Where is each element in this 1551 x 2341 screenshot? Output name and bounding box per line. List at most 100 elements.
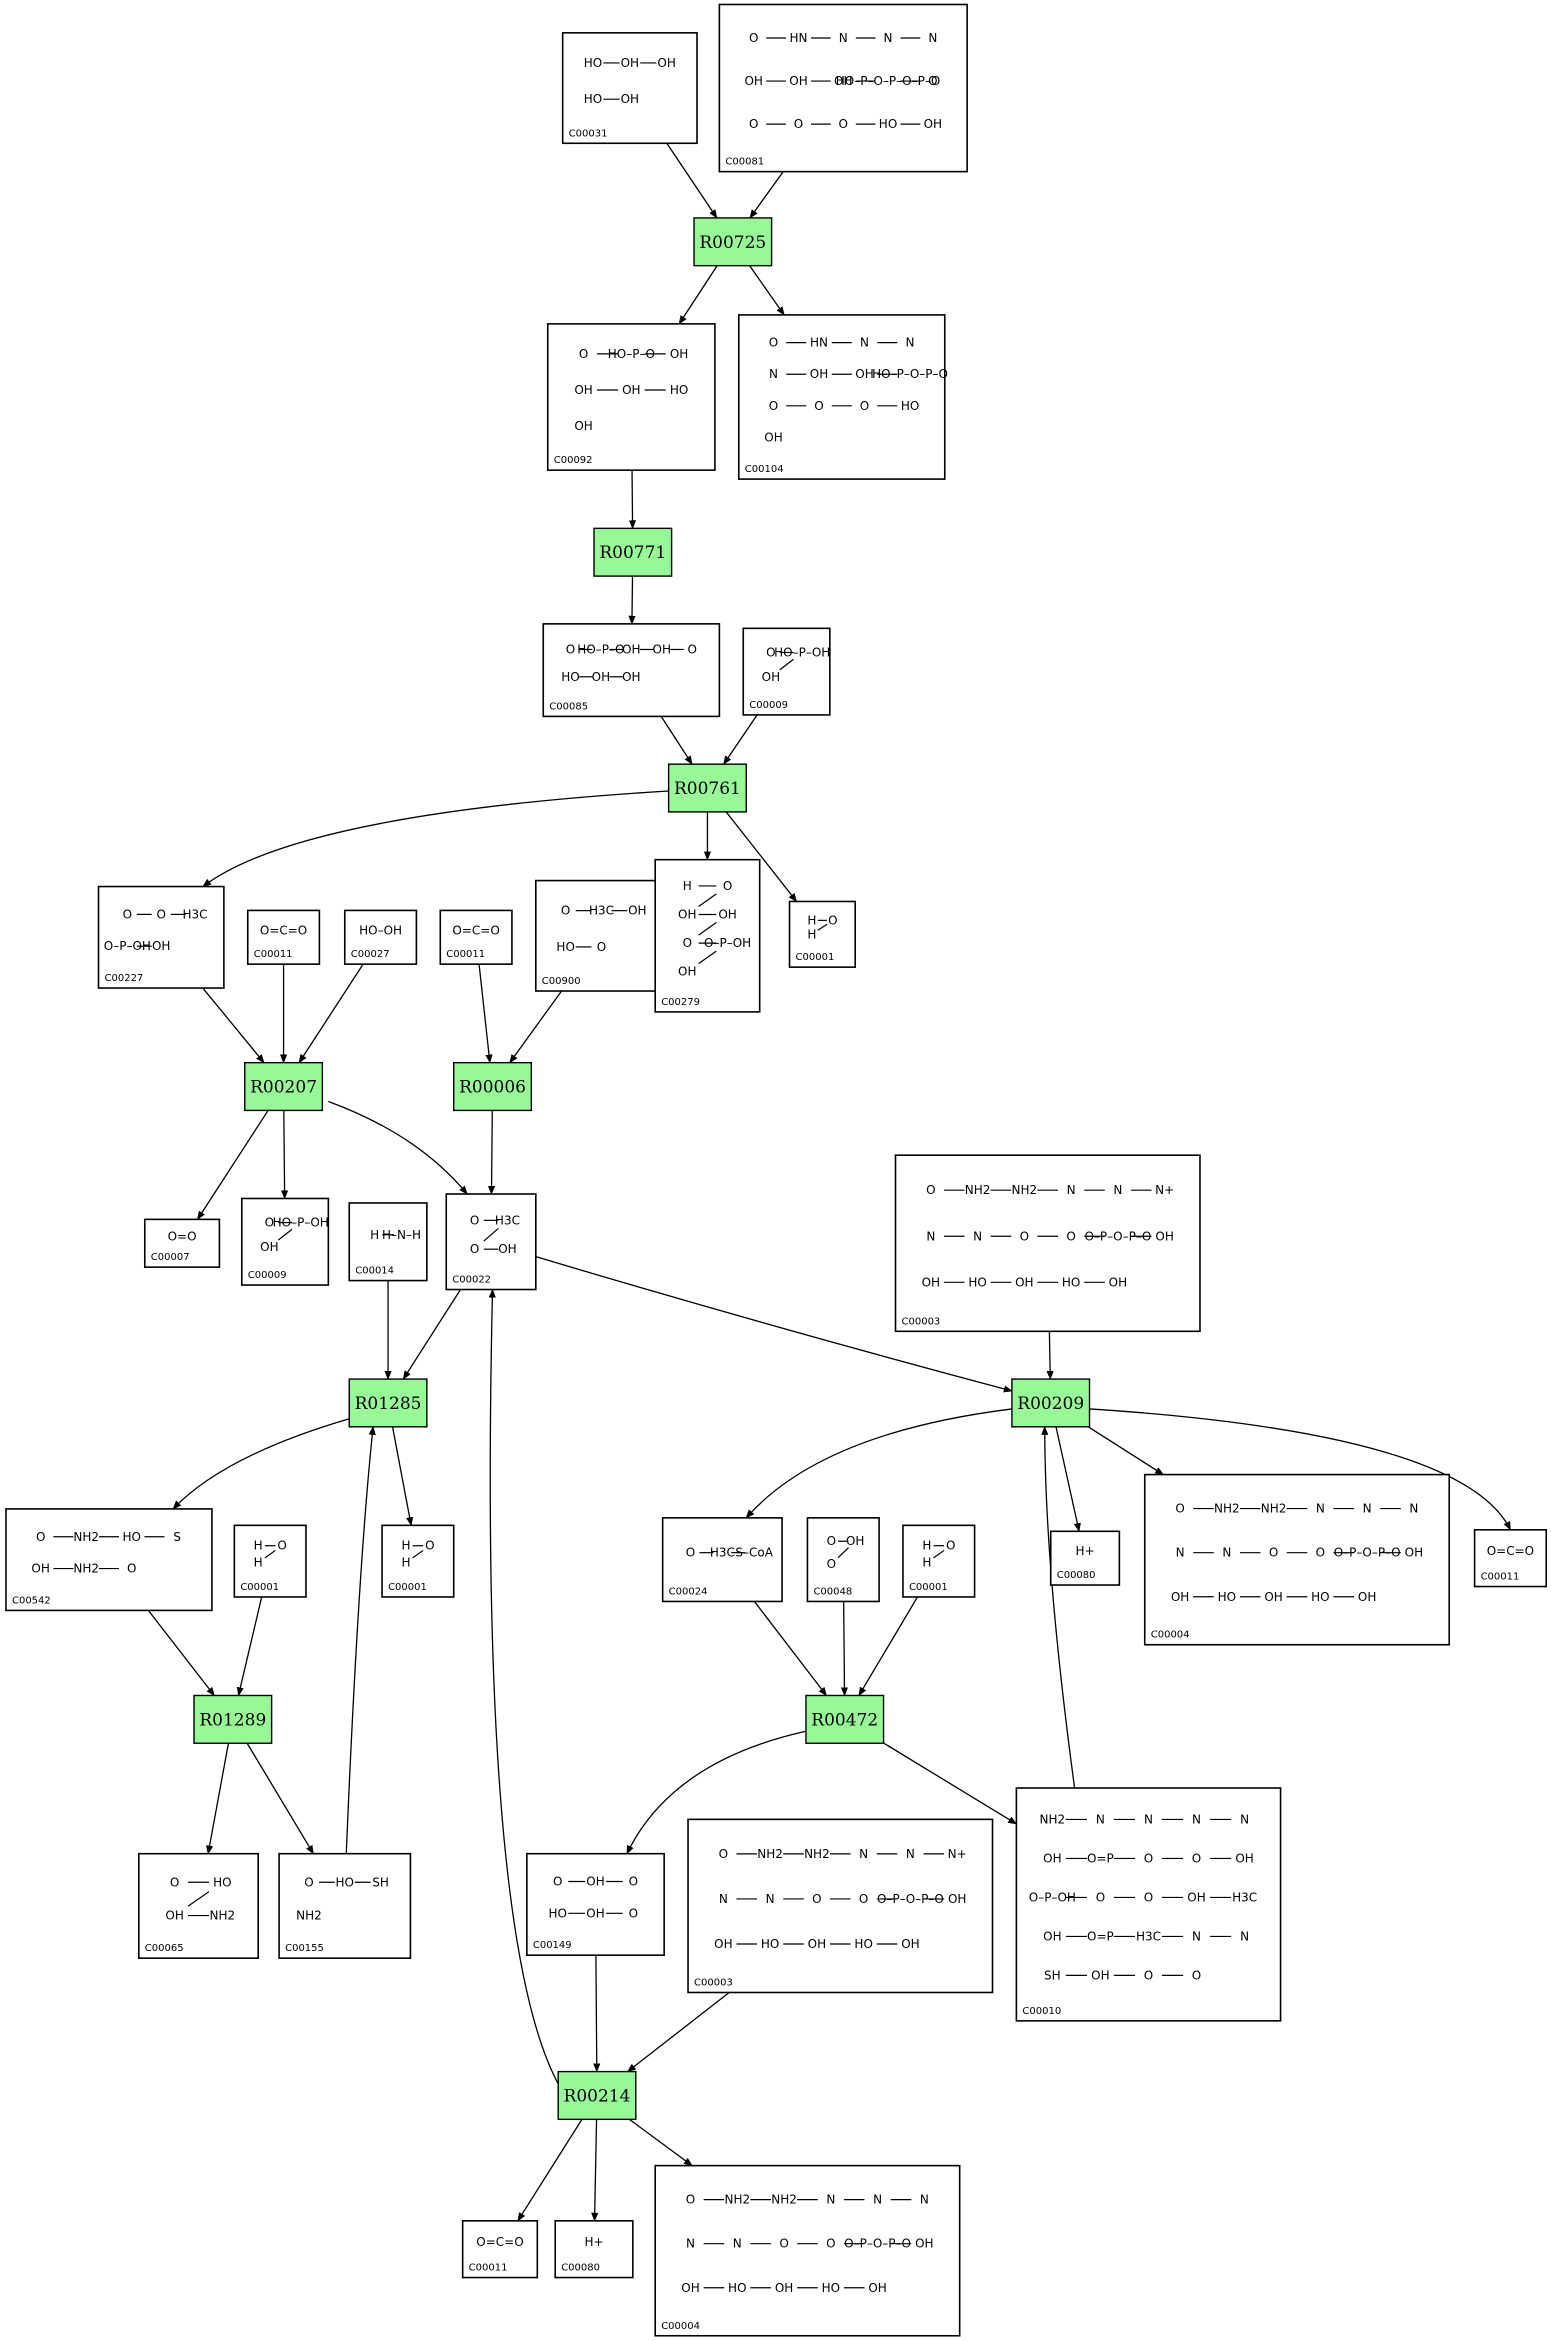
reaction-box[interactable] — [693, 217, 773, 267]
compound-c00080a[interactable]: H+C00080 — [1049, 1530, 1121, 1586]
compound-c00080b[interactable]: H+C00080 — [554, 2220, 634, 2279]
compound-box[interactable] — [138, 1852, 260, 1959]
compound-box[interactable] — [461, 2220, 539, 2279]
compound-box[interactable] — [535, 879, 668, 992]
compound-box[interactable] — [902, 1524, 976, 1598]
compound-box[interactable] — [439, 909, 513, 965]
reaction-box[interactable] — [193, 1694, 273, 1744]
atom-label: O — [827, 1534, 836, 1548]
compound-box[interactable] — [5, 1508, 213, 1612]
reaction-label: R00725 — [699, 233, 766, 253]
compound-box[interactable] — [97, 885, 225, 989]
reaction-box[interactable] — [453, 1061, 533, 1112]
reaction-box[interactable] — [593, 527, 673, 577]
reaction-r00472[interactable]: R00472 — [805, 1694, 885, 1744]
reaction-r00214[interactable]: R00214 — [557, 2070, 637, 2121]
compound-box[interactable] — [737, 314, 946, 480]
atom-label: N+ — [1155, 1183, 1174, 1197]
reaction-box[interactable] — [557, 2070, 637, 2121]
compound-box[interactable] — [687, 1818, 994, 1994]
reaction-r00761[interactable]: R00761 — [667, 763, 747, 813]
reaction-r00771[interactable]: R00771 — [593, 527, 673, 577]
compound-box[interactable] — [788, 900, 857, 968]
compound-box[interactable] — [894, 1154, 1201, 1333]
compound-box[interactable] — [278, 1852, 412, 1959]
reaction-r00209[interactable]: R00209 — [1011, 1378, 1091, 1428]
compound-box[interactable] — [561, 32, 698, 145]
compound-box[interactable] — [542, 623, 721, 718]
compound-box[interactable] — [546, 323, 716, 471]
compound-box[interactable] — [526, 1852, 665, 1956]
compound-box[interactable] — [554, 2220, 634, 2279]
reaction-box[interactable] — [1011, 1378, 1091, 1428]
reaction-r00006[interactable]: R00006 — [453, 1061, 533, 1112]
compound-box[interactable] — [445, 1193, 537, 1291]
compound-box[interactable] — [348, 1202, 428, 1282]
compound-box[interactable] — [1143, 1473, 1451, 1646]
edge-r00214-to-c00004b — [628, 2118, 693, 2167]
compound-id: C00014 — [355, 1266, 394, 1277]
compound-id: C00001 — [388, 1582, 427, 1593]
reaction-box[interactable] — [244, 1061, 324, 1112]
compound-box[interactable] — [806, 1517, 880, 1603]
atom-label: HO — [670, 383, 688, 397]
compound-box[interactable] — [654, 2164, 961, 2337]
compound-box[interactable] — [718, 3, 968, 173]
compound-box[interactable] — [143, 1218, 221, 1268]
edge-r00761-to-c00227 — [202, 790, 669, 888]
compound-box[interactable] — [654, 858, 761, 1013]
compound-box[interactable] — [343, 909, 418, 965]
compound-box[interactable] — [742, 627, 831, 716]
compound-box[interactable] — [240, 1197, 330, 1286]
reaction-r01285[interactable]: R01285 — [348, 1378, 428, 1428]
reaction-r00207[interactable]: R00207 — [244, 1061, 324, 1112]
reaction-box[interactable] — [805, 1694, 885, 1744]
edge-c00011b-to-r00006 — [478, 964, 493, 1064]
reaction-r00725[interactable]: R00725 — [693, 217, 773, 267]
compound-box[interactable] — [1049, 1530, 1121, 1586]
atom-label: HO — [901, 399, 919, 413]
reaction-r01289[interactable]: R01289 — [193, 1694, 273, 1744]
compound-box[interactable] — [1473, 1529, 1548, 1588]
reaction-box[interactable] — [348, 1378, 428, 1428]
reaction-box[interactable] — [667, 763, 747, 813]
compound-box[interactable] — [246, 909, 321, 965]
compound-box[interactable] — [381, 1524, 455, 1598]
compound-box[interactable] — [233, 1524, 307, 1598]
compound-box[interactable] — [661, 1517, 783, 1603]
compound-box[interactable] — [1015, 1787, 1282, 2022]
